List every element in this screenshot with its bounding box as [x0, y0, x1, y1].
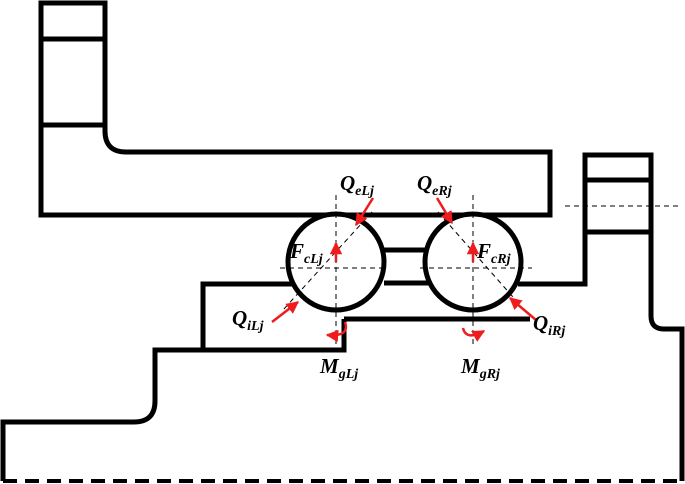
label-f-c-right: FcRj	[476, 239, 511, 267]
label-q-i-left: QiLj	[232, 306, 264, 334]
moment-arrow-left	[325, 321, 348, 343]
moment-arrow-right	[461, 327, 486, 342]
contact-line-right	[437, 211, 521, 306]
label-f-c-left: FcLj	[289, 239, 323, 267]
label-m-g-right: MgRj	[460, 354, 500, 382]
force-arrow-q-e-right	[435, 197, 454, 225]
contact-line-left	[282, 211, 373, 311]
label-q-i-right: QiRj	[533, 311, 565, 339]
outer-ring	[38, 0, 553, 218]
force-arrow-q-e-left	[354, 197, 375, 227]
label-q-e-right: QeRj	[417, 171, 452, 199]
inner-ring	[0, 152, 685, 481]
label-m-g-left: MgLj	[319, 354, 358, 382]
ball-spacer	[384, 247, 428, 286]
force-arrow-q-i-right	[509, 297, 537, 321]
force-arrow-q-i-left	[271, 301, 299, 323]
label-q-e-left: QeLj	[340, 171, 374, 199]
